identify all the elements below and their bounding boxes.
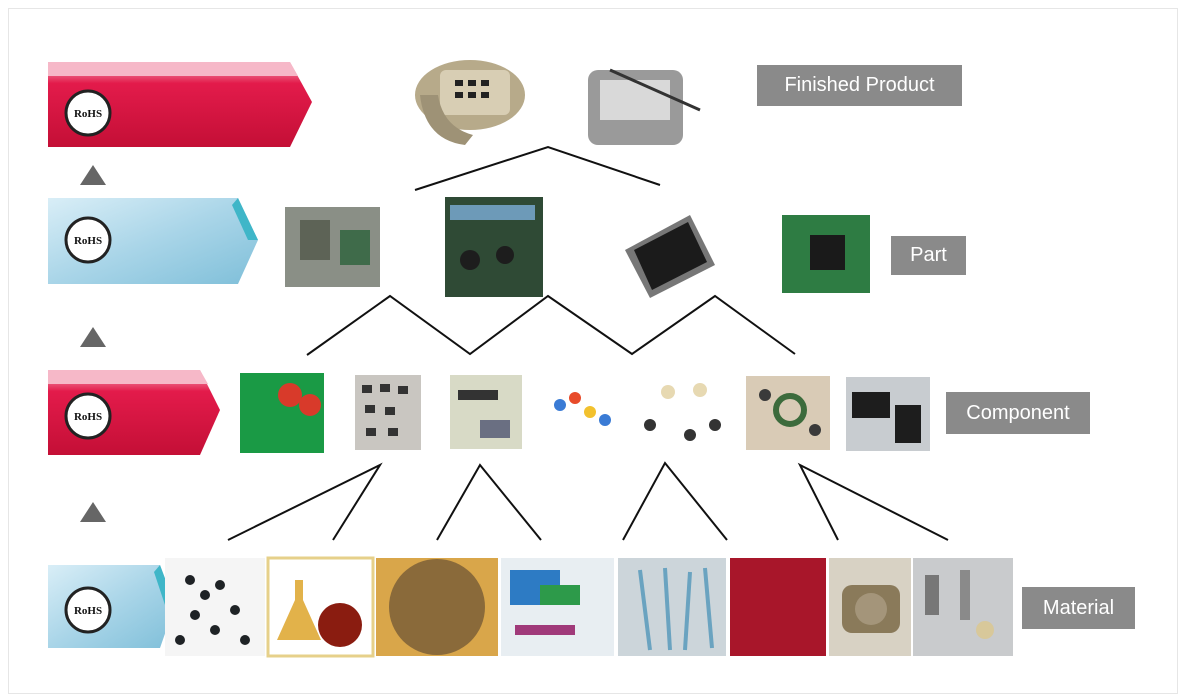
label-finished-product: Finished Product bbox=[757, 65, 962, 106]
image-glass-rods bbox=[618, 558, 726, 656]
connector-component-to-material-2 bbox=[436, 463, 542, 541]
image-silicon-wafer bbox=[376, 558, 498, 656]
arrow-finished-product bbox=[48, 62, 312, 147]
image-power-supply-board bbox=[285, 207, 380, 287]
image-metal-part bbox=[829, 558, 911, 656]
arrow-material bbox=[48, 565, 175, 648]
connector-lines bbox=[227, 145, 949, 541]
rohs-text-4: RoHS bbox=[74, 605, 102, 617]
image-ferrite-cores bbox=[746, 376, 830, 450]
connector-part-to-component bbox=[306, 294, 796, 356]
image-colored-resistors bbox=[540, 380, 620, 440]
connector-component-to-material-3 bbox=[622, 461, 728, 541]
rohs-logo-2 bbox=[64, 216, 112, 264]
image-resistor-strip bbox=[450, 375, 522, 449]
rohs-text-2: RoHS bbox=[74, 235, 102, 247]
diagram-frame bbox=[8, 8, 1178, 694]
image-capacitors bbox=[240, 373, 324, 453]
arrow-component bbox=[48, 370, 220, 455]
image-telephone bbox=[415, 60, 525, 145]
image-red-ok-sign bbox=[730, 558, 826, 656]
image-pda-handheld bbox=[588, 68, 701, 145]
connector-component-to-material-1 bbox=[227, 462, 383, 541]
rohs-logo-4 bbox=[64, 586, 112, 634]
image-ic-packages bbox=[846, 377, 930, 451]
label-material: Material bbox=[1022, 587, 1135, 629]
image-lcd-screen bbox=[625, 215, 715, 298]
image-metal-hardware bbox=[913, 558, 1013, 656]
rohs-logo-1 bbox=[64, 89, 112, 137]
connector-component-to-material-4 bbox=[797, 462, 949, 541]
rohs-text-1: RoHS bbox=[74, 108, 102, 120]
label-part: Part bbox=[891, 236, 966, 275]
up-triangle-1 bbox=[80, 165, 106, 185]
image-chemical-flasks bbox=[266, 556, 375, 658]
rohs-text-3: RoHS bbox=[74, 411, 102, 423]
image-chip-components bbox=[355, 375, 421, 450]
rohs-logo-3 bbox=[64, 392, 112, 440]
label-component: Component bbox=[946, 392, 1090, 434]
up-triangle-3 bbox=[80, 502, 106, 522]
arrow-part bbox=[48, 198, 258, 284]
connector-finished-to-part bbox=[414, 145, 661, 191]
image-black-pellets bbox=[165, 558, 265, 656]
image-chip-board bbox=[782, 215, 870, 293]
image-paint-tubes bbox=[501, 558, 614, 656]
up-triangle-2 bbox=[80, 327, 106, 347]
image-circuit-board bbox=[445, 197, 543, 297]
image-inductors bbox=[632, 375, 730, 450]
